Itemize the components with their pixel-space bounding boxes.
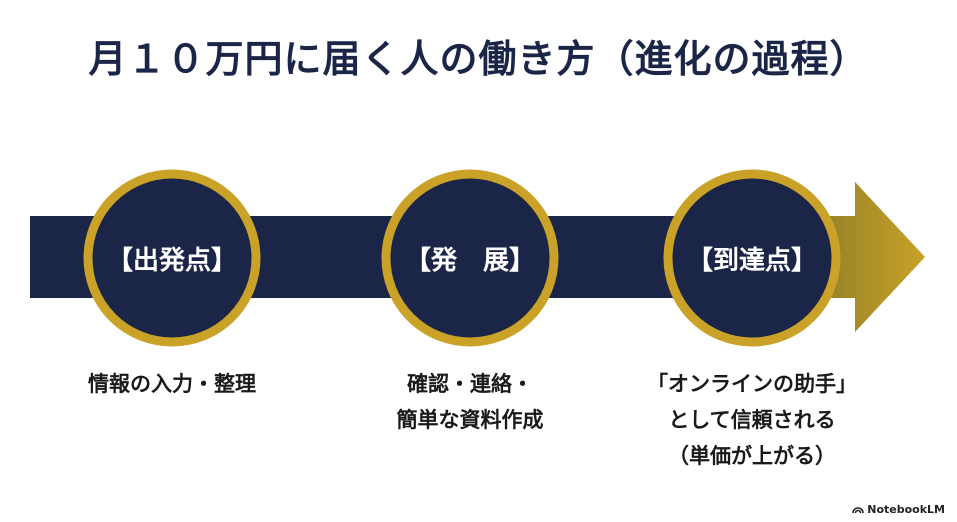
description-line: 簡単な資料作成: [396, 408, 544, 432]
stage-label-start: 【出発点】: [106, 246, 237, 276]
notebooklm-logo-icon: [852, 507, 865, 514]
stage-circle-goal: [663, 169, 841, 347]
stage-label-goal: 【到達点】: [686, 246, 817, 276]
stage-circle-development: [381, 169, 559, 347]
stage-description-goal: 「オンラインの助手」 として信頼される （単価が上がる）: [602, 366, 902, 474]
stage-circle-start: [83, 169, 261, 347]
page-title: 月１０万円に届く人の働き方（進化の過程）: [88, 37, 869, 81]
description-line: 情報の入力・整理: [88, 372, 256, 396]
watermark-text: NotebookLM: [867, 503, 945, 516]
description-line: 確認・連絡・: [407, 372, 533, 396]
stage-label-development: 【発 展】: [404, 246, 535, 276]
stage-description-development: 確認・連絡・ 簡単な資料作成: [320, 366, 620, 438]
description-line: として信頼される: [668, 408, 836, 432]
description-line: （単価が上がる）: [668, 444, 836, 468]
stage-description-start: 情報の入力・整理: [22, 366, 322, 402]
notebooklm-watermark: NotebookLM: [852, 503, 945, 516]
description-line: 「オンラインの助手」: [647, 372, 857, 396]
